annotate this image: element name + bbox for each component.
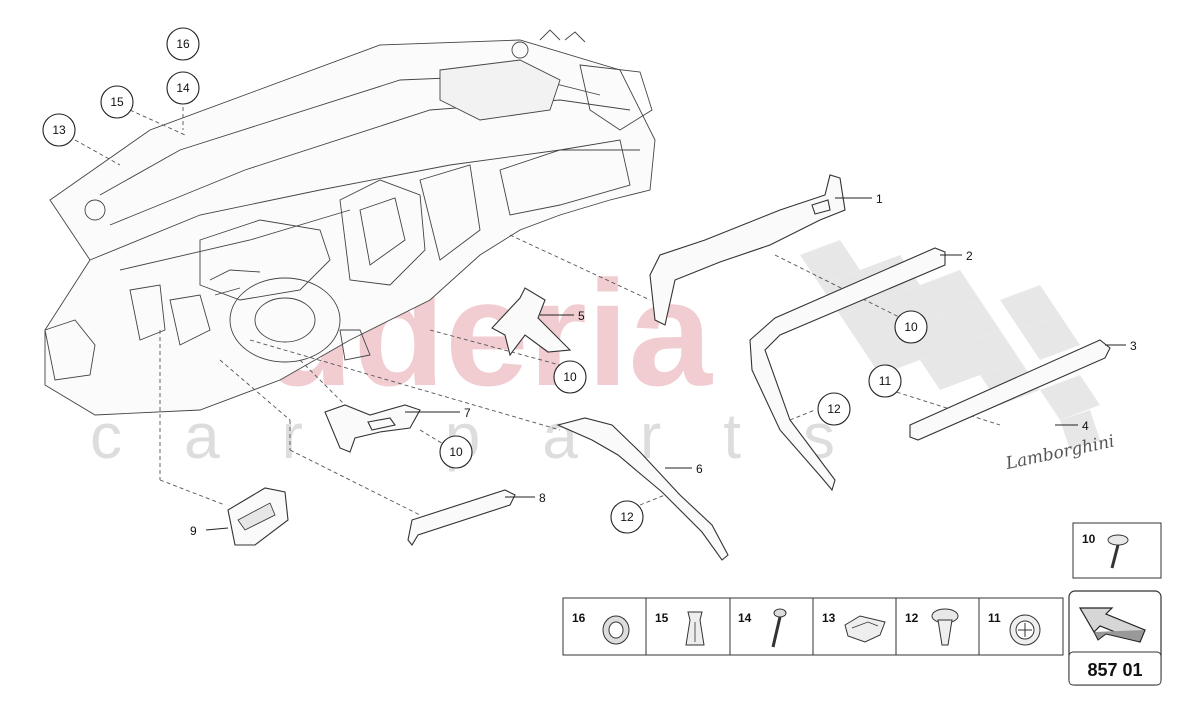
label-9: 9 [190,524,197,538]
svg-text:16: 16 [176,37,190,51]
callout-12-b: 12 [610,500,644,534]
callout-14: 14 [166,71,200,105]
legend-number-16: 16 [572,611,586,625]
part-1-upper-trim [649,174,846,326]
legend-number-15: 15 [655,611,669,625]
legend-number-12: 12 [905,611,919,625]
label-5: 5 [578,309,585,323]
label-7: 7 [464,406,471,420]
svg-text:10: 10 [904,320,918,334]
label-8: 8 [539,491,546,505]
part-2-dash-frame [749,247,946,492]
part-7-panel [324,404,421,453]
label-1: 1 [876,192,883,206]
badge-lettering: Lamborghini [1003,431,1116,474]
page-navigation[interactable]: 857 01 [1068,590,1162,686]
svg-text:11: 11 [879,374,892,388]
dashboard-assembly [44,29,656,416]
assignment-lines [74,107,1001,516]
svg-text:12: 12 [827,402,841,416]
callout-10-c: 10 [439,435,473,469]
page-reference: 857 01 [1087,660,1142,680]
legend-number-13: 13 [822,611,836,625]
part-4-badge: Lamborghini [1003,431,1116,474]
svg-text:10: 10 [449,445,463,459]
callout-16: 16 [166,27,200,61]
screw-icon [1107,534,1129,569]
part-3-trim-strip [909,339,1111,441]
ring-icon [602,615,630,645]
part-5-bracket [491,287,572,357]
callout-11: 11 [868,364,902,398]
svg-text:12: 12 [620,510,634,524]
leader-lines [205,197,1126,531]
circled-callouts: 10 10 10 11 12 12 13 14 15 16 [42,27,928,534]
callout-15: 15 [100,85,134,119]
grommet-icon [1009,614,1041,646]
spring-clip-icon [844,615,886,643]
part-8-cover [407,489,516,546]
part-6-side-trim [556,417,729,561]
callout-10-a: 10 [894,310,928,344]
bolt-icon [771,608,787,648]
svg-text:14: 14 [176,81,190,95]
callout-10-b: 10 [553,360,587,394]
callout-12-a: 12 [817,392,851,426]
label-4: 4 [1082,419,1089,433]
callout-13: 13 [42,113,76,147]
svg-text:13: 13 [52,123,66,137]
expansion-rivet-icon [931,608,959,646]
part-number-labels: 1 2 3 4 5 6 7 8 9 [190,192,1137,538]
part-9-cap [227,487,289,546]
detail-box-10-number: 10 [1082,532,1096,546]
push-clip-icon [685,611,705,646]
label-6: 6 [696,462,703,476]
detail-box-10: 10 [1072,522,1162,579]
legend-number-14: 14 [738,611,752,625]
legend-number-11: 11 [988,611,1001,625]
svg-text:15: 15 [110,95,124,109]
arrow-icon [1078,607,1146,643]
label-2: 2 [966,249,973,263]
label-3: 3 [1130,339,1137,353]
fastener-legend: 16 15 14 13 12 11 [562,597,1064,656]
svg-text:10: 10 [563,370,577,384]
